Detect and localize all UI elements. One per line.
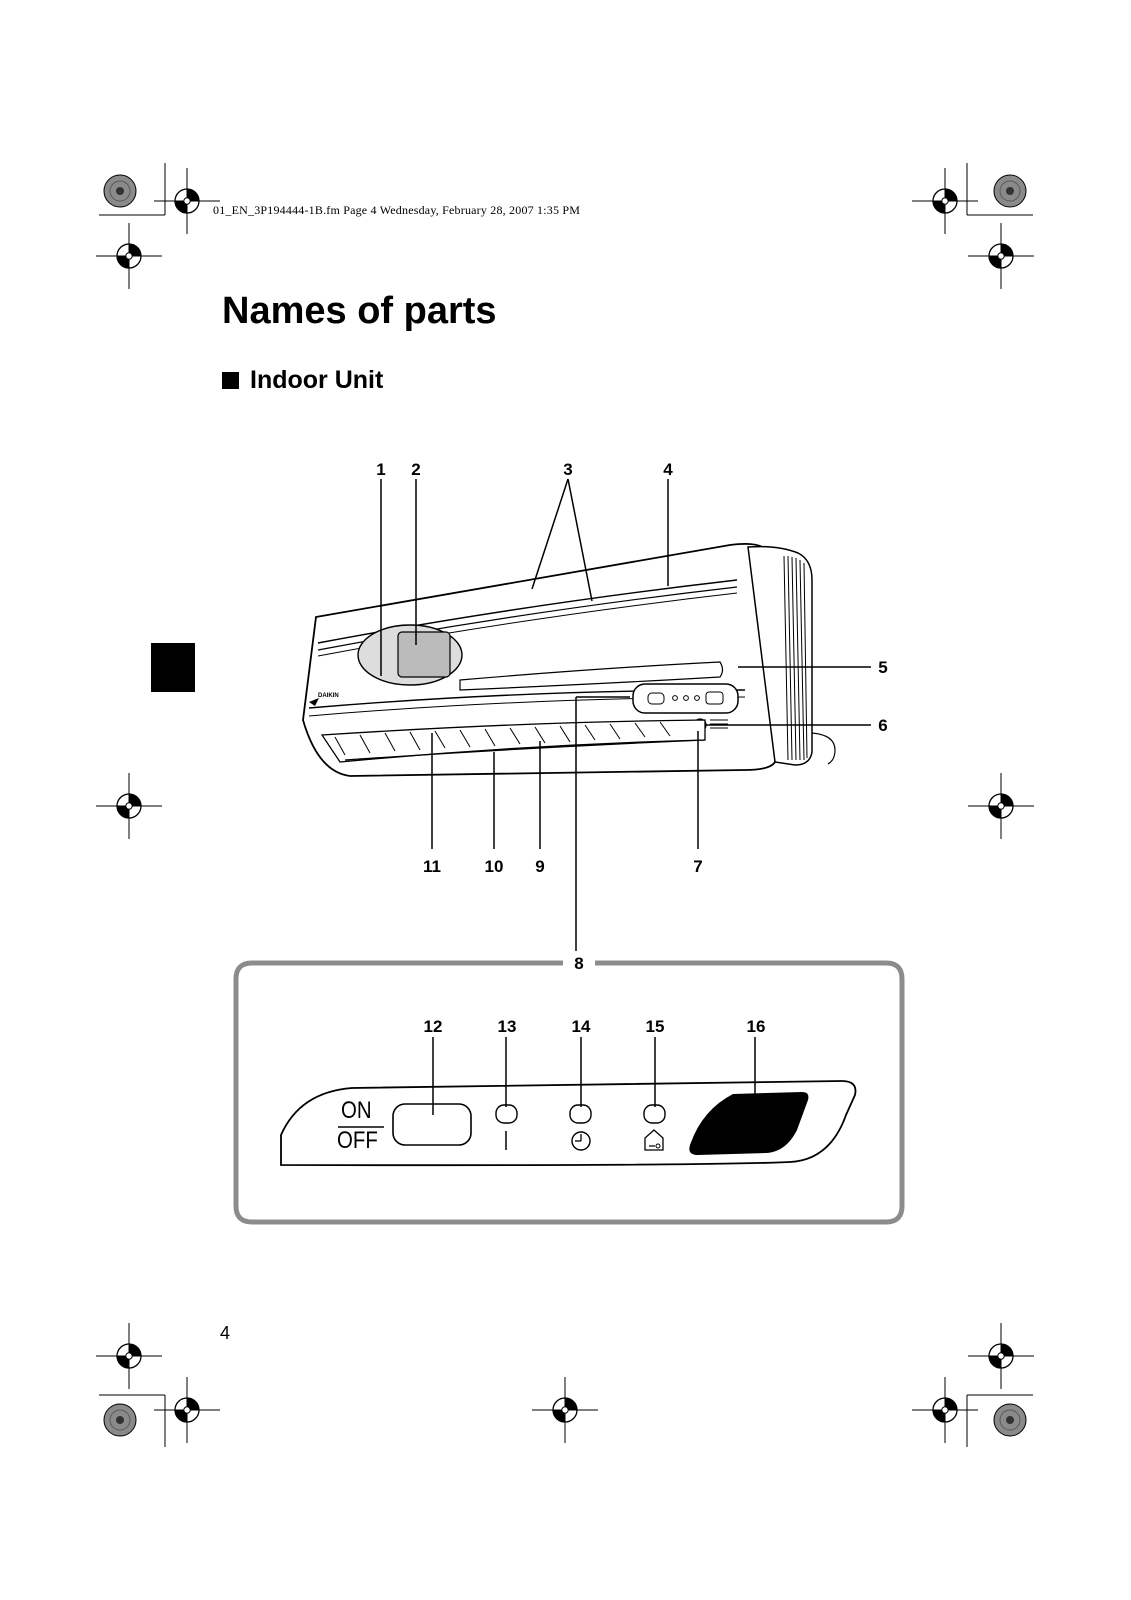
callout-2: 2 <box>411 460 421 479</box>
section-title: Indoor Unit <box>222 366 383 395</box>
timer-icon <box>571 1131 591 1151</box>
on-off-button <box>392 1103 472 1146</box>
callout-12: 12 <box>423 1017 443 1036</box>
section-title-text: Indoor Unit <box>250 366 384 394</box>
callout-9: 9 <box>535 857 545 876</box>
callout-13: 13 <box>497 1017 517 1036</box>
callout-10: 10 <box>484 857 504 876</box>
callout-4: 4 <box>663 460 673 479</box>
callout-5: 5 <box>878 658 888 677</box>
callout-6: 6 <box>878 716 888 735</box>
signal-receiver <box>689 1092 809 1155</box>
callout-15: 15 <box>645 1017 665 1036</box>
callout-8: 8 <box>574 954 584 973</box>
callout-16: 16 <box>746 1017 766 1036</box>
square-bullet-icon <box>222 372 239 389</box>
off-label: OFF <box>337 1127 378 1154</box>
brand-logo: DAIKIN <box>318 693 339 699</box>
file-info-header: 01_EN_3P194444-1B.fm Page 4 Wednesday, F… <box>213 203 581 217</box>
page-number: 4 <box>220 1323 231 1343</box>
on-label: ON <box>341 1097 372 1124</box>
callout-14: 14 <box>571 1017 591 1036</box>
home-leave-icon <box>644 1129 664 1151</box>
callout-11: 11 <box>423 857 441 876</box>
page-title: Names of parts <box>222 290 497 332</box>
callout-3: 3 <box>563 460 573 479</box>
callout-1: 1 <box>376 460 386 479</box>
chapter-tab-marker <box>151 643 195 692</box>
callout-7: 7 <box>693 857 703 876</box>
